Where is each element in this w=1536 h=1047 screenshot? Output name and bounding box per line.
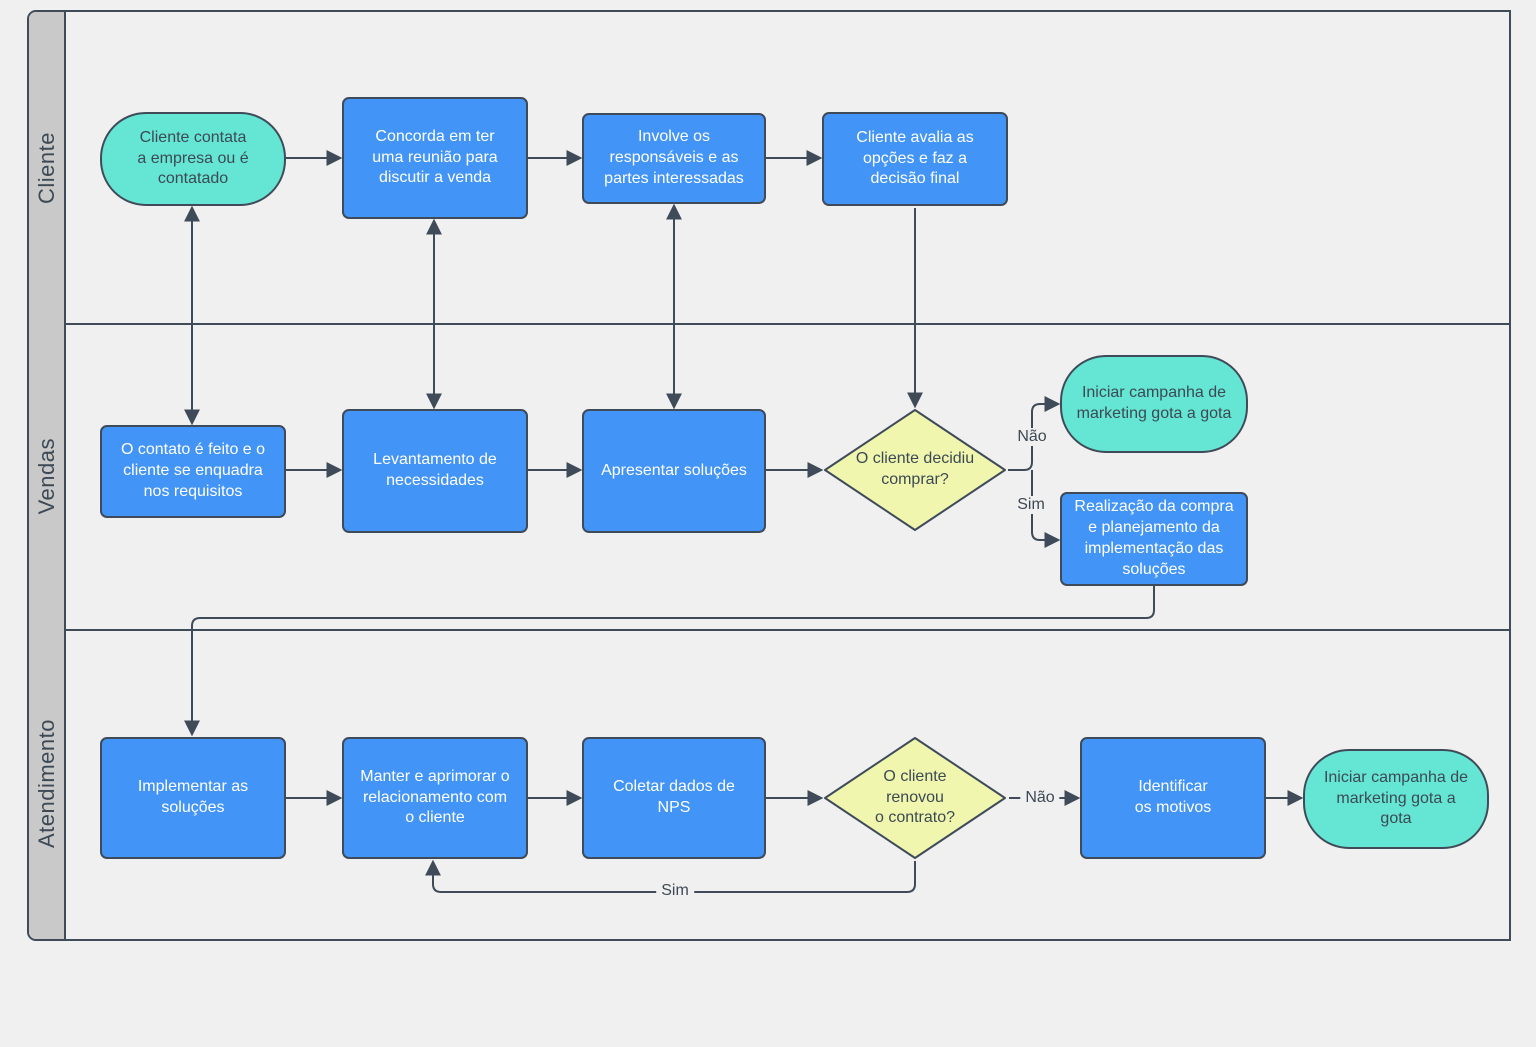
edge-label-renovou-sim[interactable]: Sim — [656, 882, 694, 900]
node-identificar-motivos[interactable]: Identificar os motivos — [1080, 737, 1266, 859]
connector-realizacao-to-implementar[interactable] — [184, 586, 1155, 737]
node-label: O contato é feito e o cliente se enquadr… — [120, 441, 266, 500]
decision-diamond-shape — [824, 737, 1006, 859]
node-label: Levantamento de necessidades — [373, 451, 497, 489]
node-label: Realização da compra e planejamento da i… — [1074, 498, 1234, 578]
node-label: Coletar dados de NPS — [613, 778, 735, 816]
node-contato-feito[interactable]: O contato é feito e o cliente se enquadr… — [100, 425, 286, 518]
node-decision-decidiu-comprar[interactable]: O cliente decidiu comprar? — [823, 408, 1007, 532]
node-cliente-contata[interactable]: Cliente contata a empresa ou é contatado — [100, 112, 286, 206]
node-implementar-solucoes[interactable]: Implementar as soluções — [100, 737, 286, 859]
node-decision-renovou-contrato[interactable]: O cliente renovou o contrato? — [823, 736, 1007, 860]
node-label: Iniciar campanha de marketing gota a got… — [1076, 384, 1232, 422]
edge-label-decidiu-sim[interactable]: Sim — [1012, 496, 1050, 514]
node-label: Cliente contata a empresa ou é contatado — [137, 128, 249, 188]
node-concorda-reuniao[interactable]: Concorda em ter uma reunião para discuti… — [342, 97, 528, 219]
node-label: O cliente decidiu comprar? — [855, 450, 975, 488]
edge-label-decidiu-nao[interactable]: Não — [1012, 428, 1052, 446]
node-label: Manter e aprimorar o relacionamento com … — [360, 767, 510, 827]
decision-diamond-shape — [824, 409, 1006, 531]
node-label: Concorda em ter uma reunião para discuti… — [372, 127, 498, 187]
node-label: Implementar as soluções — [137, 778, 249, 816]
node-campanha-gota-atendimento[interactable]: Iniciar campanha de marketing gota a got… — [1303, 749, 1489, 849]
node-label: Apresentar soluções — [601, 461, 747, 479]
node-label: Identificar os motivos — [1134, 778, 1212, 816]
node-label: O cliente renovou o contrato? — [874, 767, 956, 827]
node-label: Iniciar campanha de marketing gota a got… — [1323, 768, 1469, 828]
node-manter-relacionamento[interactable]: Manter e aprimorar o relacionamento com … — [342, 737, 528, 859]
node-campanha-gota-vendas[interactable]: Iniciar campanha de marketing gota a got… — [1060, 355, 1248, 453]
lane-divider — [29, 629, 1509, 631]
lane-divider — [29, 323, 1509, 325]
node-label: Cliente avalia as opções e faz a decisão… — [856, 128, 974, 188]
node-apresentar-solucoes[interactable]: Apresentar soluções — [582, 409, 766, 533]
connector-decidiu-sim-to-realizacao[interactable] — [1031, 470, 1061, 548]
swimlane-frame: Cliente Vendas Atendimento — [27, 10, 1511, 941]
node-levantamento[interactable]: Levantamento de necessidades — [342, 409, 528, 533]
node-coletar-nps[interactable]: Coletar dados de NPS — [582, 737, 766, 859]
edge-label-renovou-nao[interactable]: Não — [1020, 789, 1060, 807]
node-realizacao-compra[interactable]: Realização da compra e planejamento da i… — [1060, 492, 1248, 586]
node-cliente-avalia[interactable]: Cliente avalia as opções e faz a decisão… — [822, 112, 1008, 206]
node-involve-responsaveis[interactable]: Involve os responsáveis e as partes inte… — [582, 113, 766, 204]
lane-label-column: Cliente Vendas Atendimento — [29, 12, 66, 939]
node-label: Involve os responsáveis e as partes inte… — [604, 128, 744, 187]
